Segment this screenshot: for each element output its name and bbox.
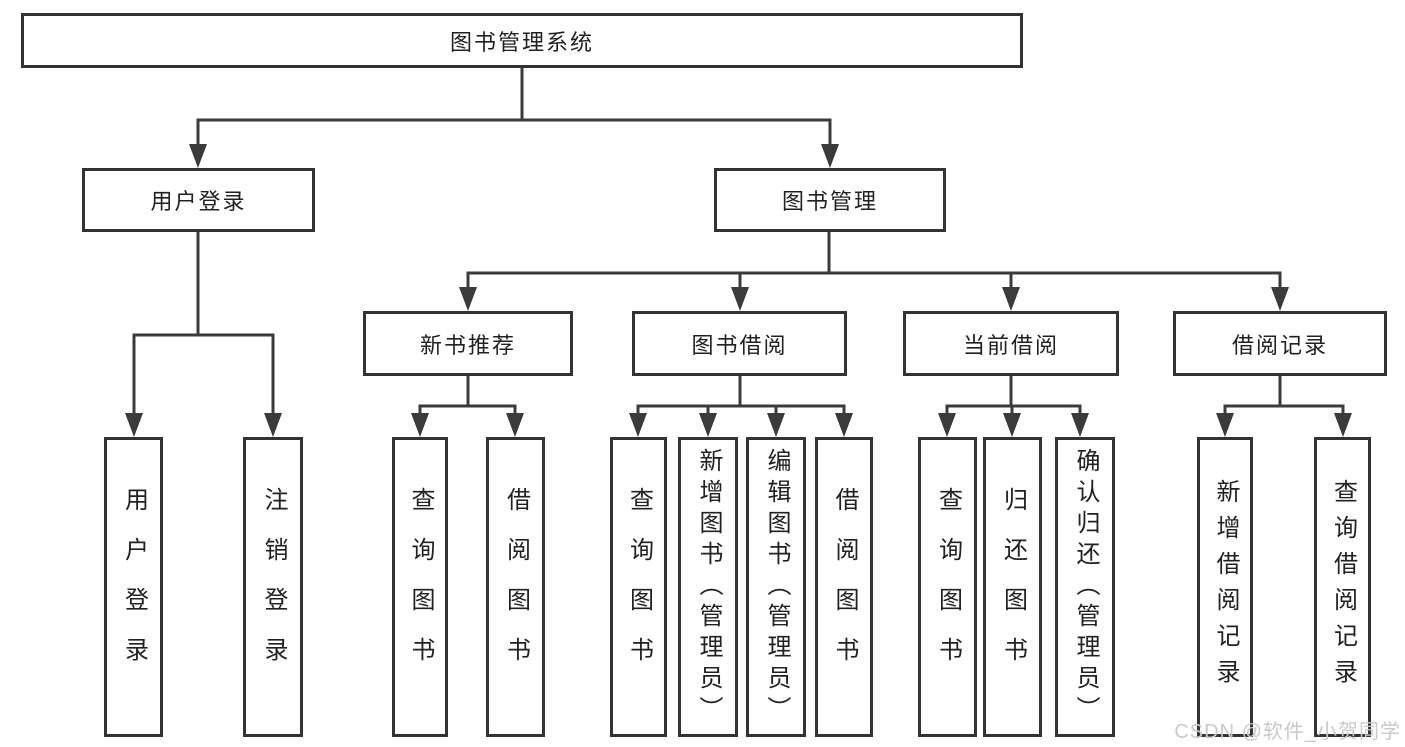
leaf-query-books-current-label: 查询图书 [934,487,962,687]
leaf-query-books-current: 查询图书 [918,437,977,737]
leaf-confirm-return-admin: 确认归还（管理员） [1055,437,1115,737]
leaf-query-borrow-record-label: 查询借阅记录 [1329,479,1357,695]
leaf-query-borrow-record: 查询借阅记录 [1314,437,1371,737]
leaf-add-borrow-record: 新增借阅记录 [1197,437,1253,737]
node-borrow-records-label: 借阅记录 [1231,332,1328,358]
leaf-add-books-admin-label: 新增图书（管理员） [695,447,722,727]
leaf-borrow-books-label: 借阅图书 [831,487,858,687]
leaf-query-books-borrow-label: 查询图书 [625,487,653,687]
watermark: CSDN @软件_小贺同学 [1174,721,1401,743]
leaf-return-books: 归还图书 [983,437,1042,737]
leaf-logout-label: 注销登录 [260,487,287,687]
leaf-borrow-books: 借阅图书 [815,437,873,737]
node-borrow-records: 借阅记录 [1173,311,1387,376]
leaf-query-books-recommend-label: 查询图书 [407,487,434,687]
leaf-add-borrow-record-label: 新增借阅记录 [1212,479,1239,695]
leaf-user-login: 用户登录 [104,437,163,737]
node-user-login-label: 用户登录 [150,189,247,214]
leaf-add-books-admin: 新增图书（管理员） [678,437,738,737]
node-book-borrow-label: 图书借阅 [691,332,788,358]
node-user-login: 用户登录 [82,168,315,232]
node-new-book-recommend: 新书推荐 [363,311,573,376]
leaf-return-books-label: 归还图书 [999,487,1027,687]
node-current-borrow: 当前借阅 [903,311,1119,376]
leaf-borrow-books-recommend-label: 借阅图书 [502,487,530,687]
node-book-management: 图书管理 [714,168,946,232]
leaf-edit-books-admin: 编辑图书（管理员） [746,437,806,737]
node-new-book-recommend-label: 新书推荐 [419,332,516,358]
node-root: 图书管理系统 [21,13,1023,68]
node-book-management-label: 图书管理 [781,189,878,214]
leaf-confirm-return-admin-label: 确认归还（管理员） [1072,447,1099,727]
leaf-user-login-label: 用户登录 [120,487,148,687]
leaf-query-books-recommend: 查询图书 [392,437,448,737]
leaf-logout: 注销登录 [243,437,303,737]
node-current-borrow-label: 当前借阅 [962,332,1059,358]
node-book-borrow: 图书借阅 [632,311,847,376]
leaf-edit-books-admin-label: 编辑图书（管理员） [763,447,790,727]
leaf-borrow-books-recommend: 借阅图书 [486,437,545,737]
leaf-query-books-borrow: 查询图书 [610,437,667,737]
node-root-label: 图书管理系统 [449,29,594,55]
